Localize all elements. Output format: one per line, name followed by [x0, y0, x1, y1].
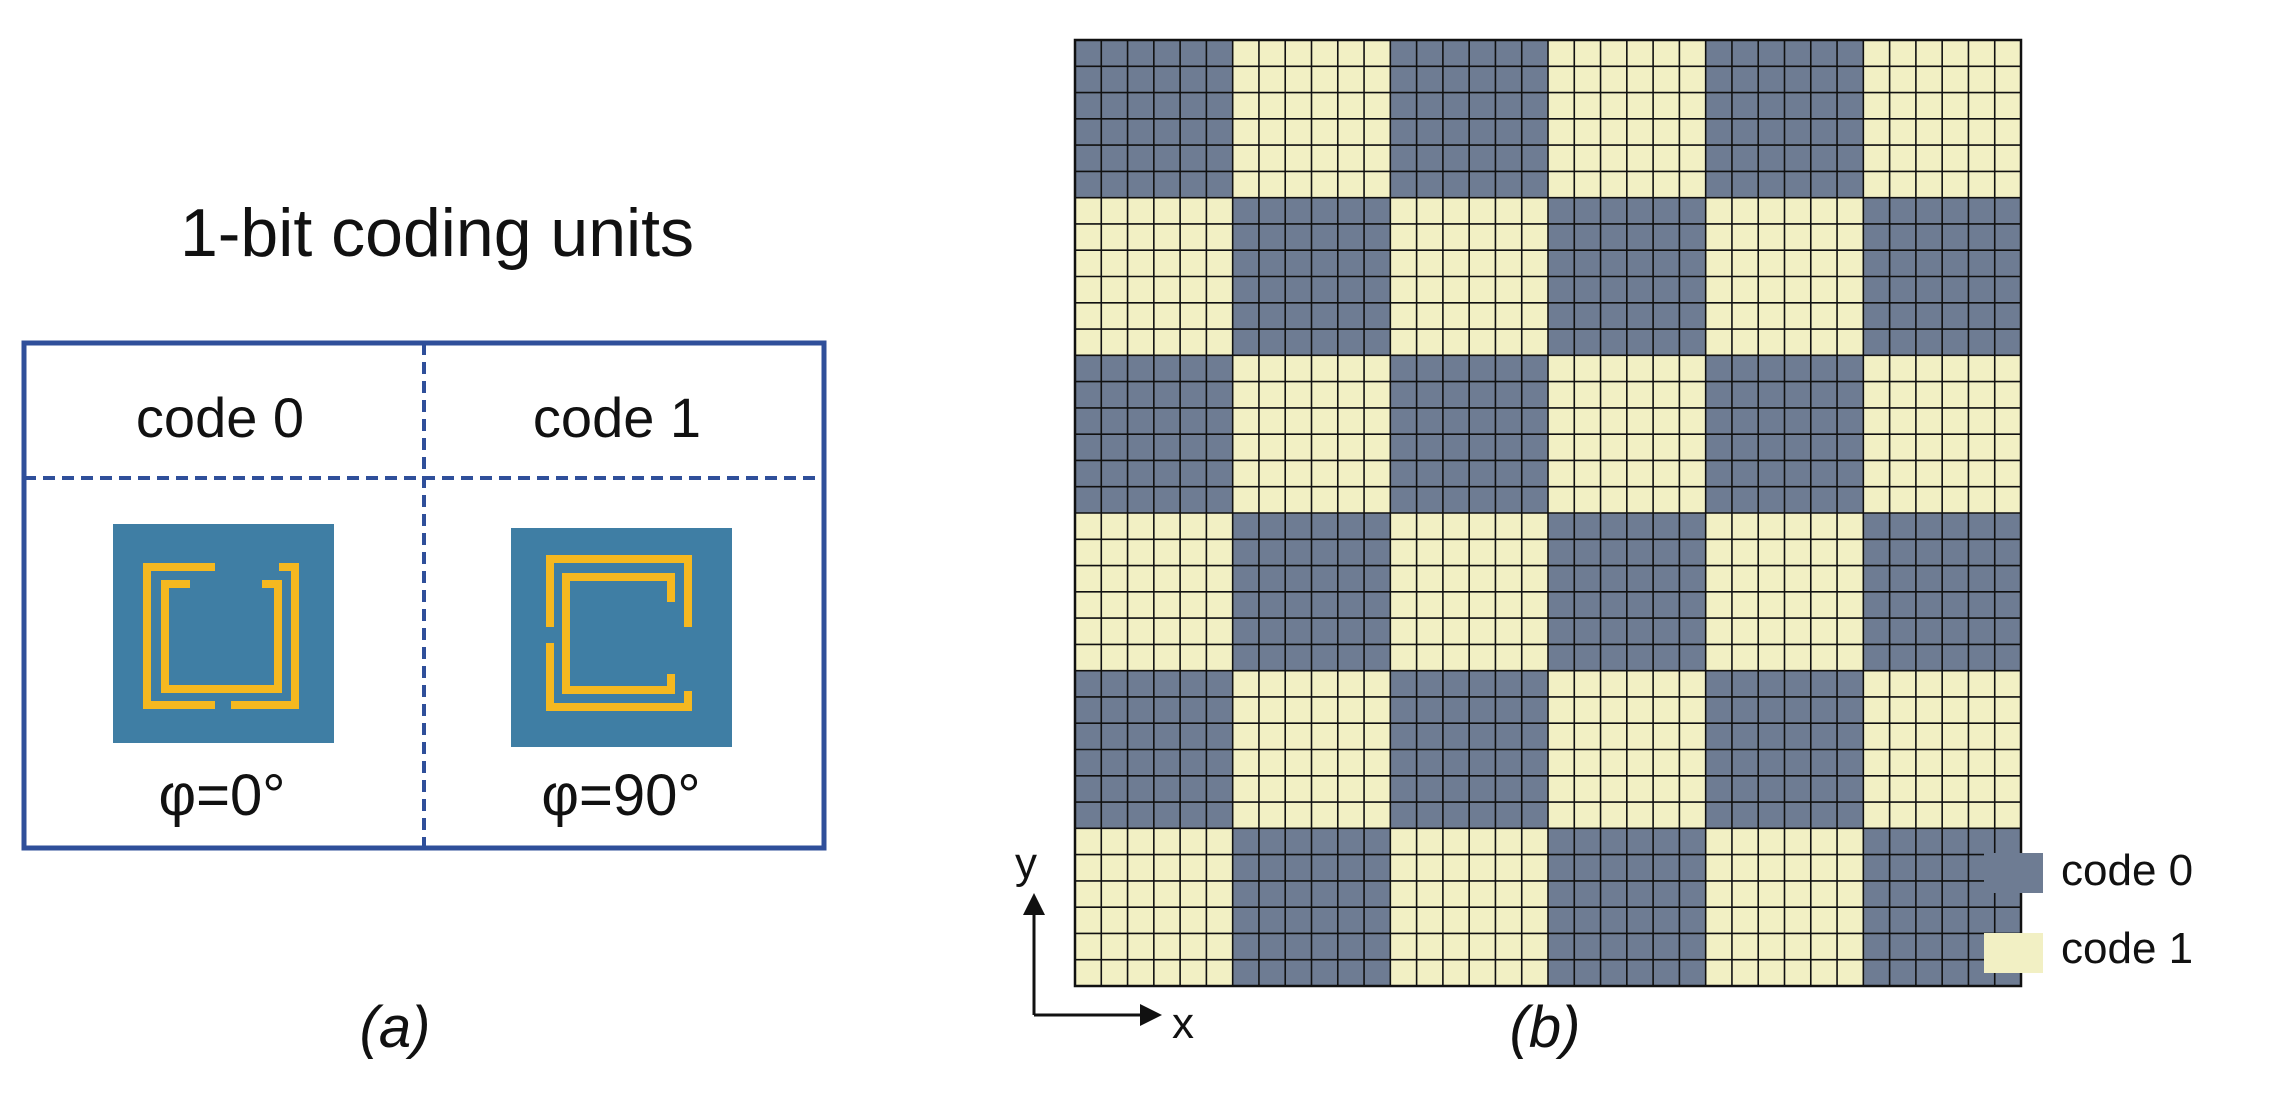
legend-swatch-code-1 [1984, 933, 2043, 973]
panel-a-caption: (a) [360, 995, 431, 1060]
unit-0-phase-label: φ=0° [159, 763, 286, 828]
x-axis-label: x [1172, 999, 1194, 1048]
unit-0-split-ring [143, 563, 299, 709]
metasurface-array [1073, 38, 2023, 988]
legend: code 0 code 1 [1984, 846, 2193, 973]
axes-indicator [1032, 900, 1155, 1017]
unit-0-code-label: code 0 [136, 386, 304, 449]
unit-cell-code-1 [511, 528, 732, 747]
panel-b-caption: (b) [1510, 995, 1581, 1060]
panel-a-title: 1-bit coding units [180, 195, 694, 271]
legend-label-code-0: code 0 [2061, 846, 2193, 895]
unit-1-code-label: code 1 [533, 386, 701, 449]
unit-1-phase-label: φ=90° [541, 763, 700, 828]
panel-b: y x code 0 code 1 (b) [1015, 38, 2193, 1060]
y-axis-label: y [1015, 839, 1037, 888]
y-arrowhead [1023, 893, 1045, 915]
array-border [1073, 38, 2023, 988]
legend-swatch-code-0 [1984, 853, 2043, 893]
panel-a: 1-bit coding units code 0 code 1 [21, 195, 827, 1060]
unit-cell-code-0 [113, 524, 334, 743]
unit-1-split-ring [546, 555, 692, 711]
legend-label-code-1: code 1 [2061, 924, 2193, 973]
x-arrowhead [1140, 1004, 1162, 1026]
